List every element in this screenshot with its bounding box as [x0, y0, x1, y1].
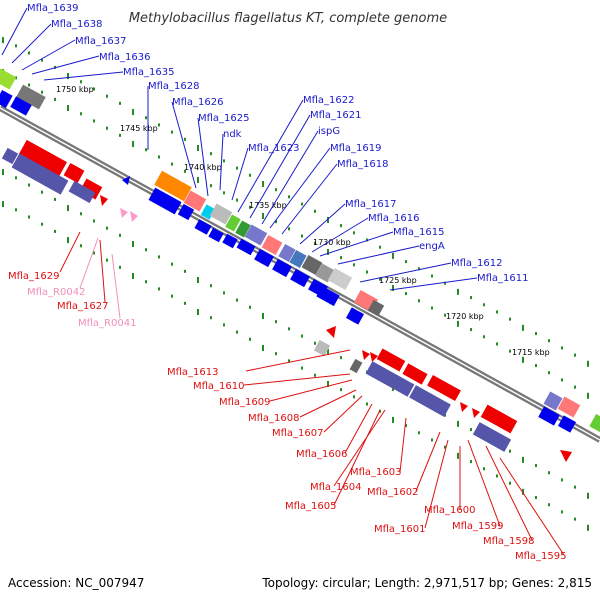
gene-label: Mfla_1612 — [451, 258, 503, 269]
scale-label: 1715 kbp — [512, 348, 550, 357]
gene-label: Mfla_1608 — [248, 413, 300, 424]
gene-label: ndk — [223, 129, 242, 140]
gene-label: Mfla_1621 — [310, 110, 362, 121]
rna-label: Mfla_R0041 — [78, 318, 136, 329]
gene-label: Mfla_1598 — [483, 536, 535, 547]
map-title: Methylobacillus flagellatus KT, complete… — [129, 11, 447, 26]
gene-label: Mfla_1609 — [219, 397, 271, 408]
forward-gene-labels: Mfla_1639 Mfla_1638 Mfla_1637 Mfla_1636 … — [27, 3, 529, 284]
gene-label: engA — [419, 241, 445, 252]
gene-label: Mfla_1626 — [172, 97, 224, 108]
gene-label: Mfla_1636 — [99, 52, 151, 63]
gene-label: Mfla_1599 — [452, 521, 504, 532]
gene-label: Mfla_1637 — [75, 36, 127, 47]
gene-label: Mfla_1601 — [374, 524, 426, 535]
gene-features — [0, 68, 600, 462]
gene-label: Mfla_1623 — [248, 143, 300, 154]
gene-label: Mfla_1639 — [27, 3, 79, 14]
gene-label: Mfla_1618 — [337, 159, 389, 170]
gene-label: ispG — [318, 126, 340, 137]
gene-label: Mfla_1627 — [57, 301, 109, 312]
gene-label: Mfla_1605 — [285, 501, 337, 512]
gene-label: Mfla_1638 — [51, 19, 103, 30]
gene-label: Mfla_1595 — [515, 551, 567, 562]
scale-label: 1730 kbp — [313, 238, 351, 247]
gene-label: Mfla_1625 — [198, 113, 250, 124]
scale-labels: 1750 kbp 1745 kbp 1740 kbp 1735 kbp 1730… — [56, 85, 550, 357]
gene-label: Mfla_1619 — [330, 143, 382, 154]
scale-label: 1720 kbp — [446, 312, 484, 321]
gene-label: Mfla_1603 — [350, 467, 402, 478]
genome-summary-label: Topology: circular; Length: 2,971,517 bp… — [261, 576, 592, 590]
scale-label: 1745 kbp — [120, 124, 158, 133]
scale-label: 1740 kbp — [184, 163, 222, 172]
gene-label: Mfla_1615 — [393, 227, 445, 238]
gene-label: Mfla_1635 — [123, 67, 175, 78]
scale-label: 1750 kbp — [56, 85, 94, 94]
scale-label: 1735 kbp — [249, 201, 287, 210]
accession-label: Accession: NC_007947 — [8, 576, 144, 590]
scale-label: 1725 kbp — [379, 276, 417, 285]
gene-label: Mfla_1617 — [345, 199, 397, 210]
label-leader-lines — [1, 7, 565, 556]
gene-label: Mfla_1628 — [148, 81, 200, 92]
gene-label: Mfla_1610 — [193, 381, 245, 392]
gene-label: Mfla_1613 — [167, 367, 219, 378]
gene-label: Mfla_1602 — [367, 487, 419, 498]
gene-label: Mfla_1604 — [310, 482, 362, 493]
gene-label: Mfla_1600 — [424, 505, 476, 516]
rna-label: Mfla_R0042 — [27, 287, 85, 298]
gene-label: Mfla_1629 — [8, 271, 60, 282]
gene-label: Mfla_1611 — [477, 273, 529, 284]
gene-label: Mfla_1616 — [368, 213, 420, 224]
gene-label: Mfla_1607 — [272, 428, 324, 439]
gene-label: Mfla_1606 — [296, 449, 348, 460]
gene-label: Mfla_1622 — [303, 95, 355, 106]
reverse-gene-labels: Mfla_1629 Mfla_R0042 Mfla_1627 Mfla_R004… — [8, 271, 567, 562]
